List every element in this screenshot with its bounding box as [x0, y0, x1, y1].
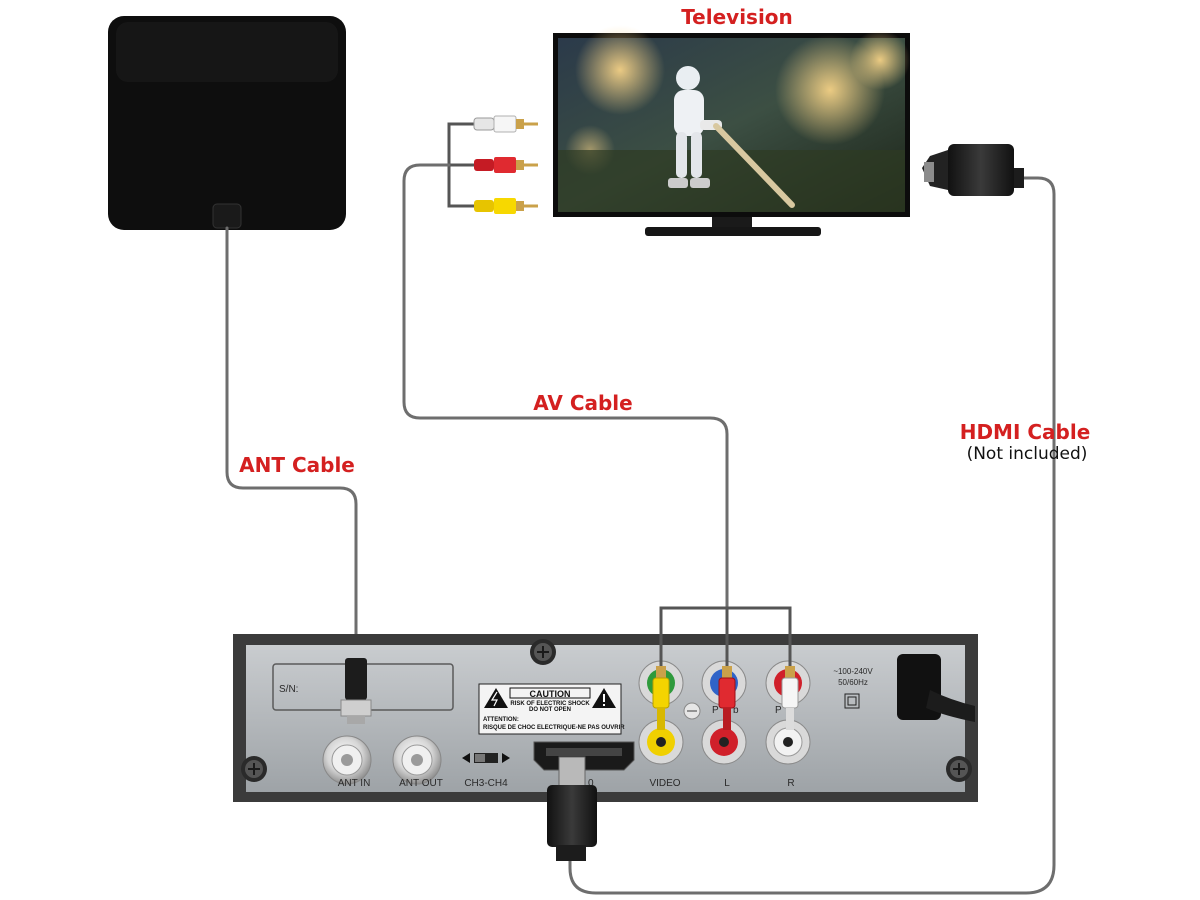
hdmi-cable-note: (Not included) — [967, 444, 1088, 464]
ant-out-port[interactable] — [392, 735, 442, 785]
hdmi-plug-tv — [568, 144, 1056, 895]
ant-plug — [340, 658, 372, 724]
audio-left-label: L — [724, 778, 730, 789]
caution-label: CAUTION RISK OF ELECTRIC SHOCK DO NOT OP… — [478, 683, 625, 735]
pr-label-fragment: P — [775, 705, 782, 716]
ant-in-port[interactable] — [322, 735, 372, 785]
television-label: Television — [681, 5, 793, 29]
pb-label-fragment-2: b — [733, 705, 739, 716]
set-top-box: S/N: CAUTION RISK OF ELECTRIC SHOCK DO N… — [233, 634, 978, 861]
rca-plug-yellow-box — [652, 666, 670, 730]
ant-in-label: ANT IN — [338, 778, 371, 789]
av-cable-label: AV Cable — [533, 391, 632, 415]
rca-plug-white — [473, 115, 538, 133]
rca-plug-white-box — [781, 666, 799, 730]
svg-text:DO NOT OPEN: DO NOT OPEN — [529, 707, 571, 713]
double-insulation-icon — [844, 693, 860, 709]
screw-icon — [946, 756, 972, 782]
arrow-left-icon — [462, 753, 470, 763]
frequency-label: 50/60Hz — [838, 678, 868, 687]
television: Television — [553, 5, 910, 236]
antenna — [108, 16, 346, 230]
channel-switch-label: CH3-CH4 — [464, 778, 508, 789]
serial-number-label: S/N: — [279, 684, 298, 695]
svg-text:CAUTION: CAUTION — [530, 689, 571, 699]
svg-text:RISQUE DE CHOC ELECTRIQUE-NE P: RISQUE DE CHOC ELECTRIQUE-NE PAS OUVRIR — [483, 725, 625, 731]
hdmi-port-label-fragment: 0 — [588, 778, 594, 789]
hdmi-plug-box — [547, 756, 597, 861]
pb-label-fragment: P — [712, 705, 719, 716]
video-label: VIDEO — [649, 778, 680, 789]
tv-screen-image — [558, 25, 910, 212]
rca-plugs-box — [652, 606, 799, 730]
svg-text:ATTENTION:: ATTENTION: — [483, 717, 519, 723]
ant-cable-label: ANT Cable — [239, 453, 355, 477]
rca-plug-red-box — [718, 666, 736, 730]
rca-plugs-tv — [402, 115, 729, 610]
hdmi-cable-label: HDMI Cable — [960, 420, 1091, 444]
rca-plug-yellow — [474, 198, 538, 214]
audio-right-label: R — [787, 778, 794, 789]
voltage-label: ~100-240V — [833, 667, 873, 676]
lightning-warning-icon — [484, 688, 508, 708]
antenna-connector — [212, 203, 242, 229]
ground-screw-icon — [683, 702, 701, 720]
rca-plug-red — [474, 157, 538, 173]
tv-stand-base — [645, 227, 821, 236]
svg-text:RISK OF ELECTRIC SHOCK: RISK OF ELECTRIC SHOCK — [510, 701, 590, 707]
tv-stand-neck — [712, 217, 752, 227]
screw-icon — [530, 639, 556, 665]
screw-icon — [241, 756, 267, 782]
channel-switch[interactable] — [462, 753, 510, 763]
ant-out-label: ANT OUT — [399, 778, 443, 789]
arrow-right-icon — [502, 753, 510, 763]
video-jack-yellow[interactable] — [638, 719, 684, 765]
power-cord — [897, 654, 975, 722]
